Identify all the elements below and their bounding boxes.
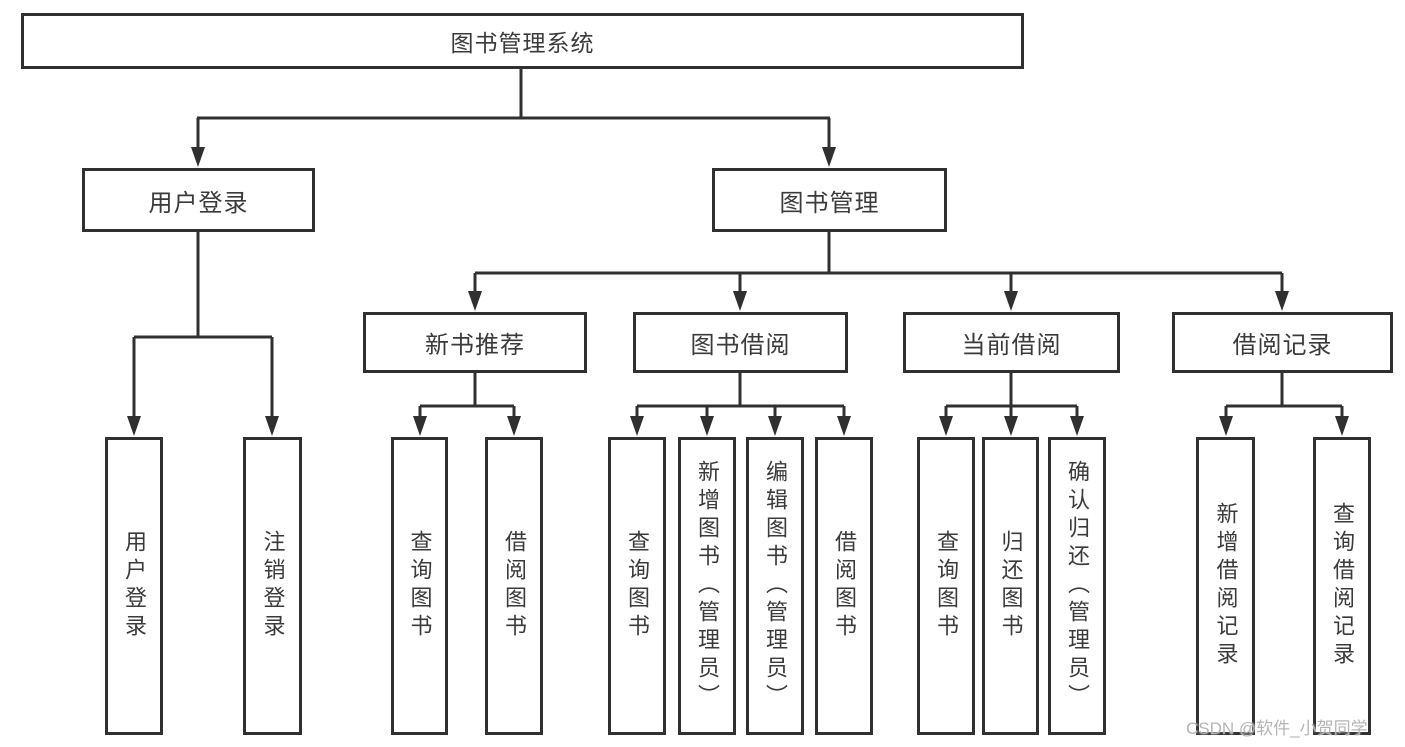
edge-root-to-level2 [191,69,836,167]
node-library-management-system: 图书管理系统 [21,13,1024,69]
edge-borrow-records-to-leaves [1219,373,1349,436]
node-leaf-br-query-record: 查询借阅记录 [1313,437,1371,735]
node-leaf-bb-borrow-books-label: 借阅图书 [832,530,857,642]
node-book-borrow: 图书借阅 [633,312,848,373]
node-leaf-user-login: 用户登录 [105,437,163,735]
node-library-management-system-label: 图书管理系统 [450,30,595,56]
node-book-borrow-label: 图书借阅 [690,332,791,359]
node-leaf-bb-add-books-admin-label: 新增图书（管理员） [695,460,720,712]
node-current-borrow-label: 当前借阅 [961,332,1062,359]
node-user-login-label: 用户登录 [148,189,249,217]
node-leaf-bb-query-books: 查询图书 [608,437,666,735]
node-leaf-bb-borrow-books: 借阅图书 [815,437,873,735]
edge-book-management-to-level3 [468,232,1289,311]
node-leaf-br-add-record: 新增借阅记录 [1196,437,1255,735]
node-current-borrow: 当前借阅 [903,312,1120,373]
node-new-book-recommend: 新书推荐 [363,312,587,373]
edge-user-login-to-leaves [127,232,279,436]
node-leaf-cb-confirm-return-admin-label: 确认归还（管理员） [1065,460,1090,712]
node-leaf-logout: 注销登录 [243,437,302,735]
node-leaf-cb-query-books-label: 查询图书 [934,530,959,642]
node-leaf-nb-borrow-books: 借阅图书 [485,437,543,735]
node-leaf-br-add-record-label: 新增借阅记录 [1213,502,1239,670]
node-leaf-nb-query-books: 查询图书 [391,437,448,735]
node-book-management-label: 图书管理 [779,189,880,217]
node-leaf-bb-edit-books-admin-label: 编辑图书（管理员） [763,460,788,712]
node-borrow-records-label: 借阅记录 [1232,332,1333,359]
edge-book-borrow-to-leaves [630,373,851,436]
node-leaf-nb-query-books-label: 查询图书 [407,530,433,642]
node-leaf-bb-edit-books-admin: 编辑图书（管理员） [746,437,804,735]
node-user-login: 用户登录 [82,168,315,232]
node-leaf-bb-query-books-label: 查询图书 [625,530,650,642]
node-leaf-bb-add-books-admin: 新增图书（管理员） [678,437,736,735]
node-leaf-cb-return-books-label: 归还图书 [998,530,1024,642]
node-new-book-recommend-label: 新书推荐 [425,332,525,359]
edge-new-book-recommend-to-leaves [413,373,521,436]
edge-current-borrow-to-leaves [939,373,1084,436]
node-book-management: 图书管理 [712,168,947,232]
node-leaf-cb-return-books: 归还图书 [982,437,1039,735]
node-borrow-records: 借阅记录 [1172,312,1393,373]
node-leaf-cb-confirm-return-admin: 确认归还（管理员） [1048,437,1106,735]
node-leaf-logout-label: 注销登录 [260,530,286,642]
node-leaf-br-query-record-label: 查询借阅记录 [1330,502,1355,670]
node-leaf-nb-borrow-books-label: 借阅图书 [502,530,527,642]
node-leaf-cb-query-books: 查询图书 [917,437,975,735]
csdn-watermark: CSDN @软件_小贺同学 [1186,719,1368,738]
node-leaf-user-login-label: 用户登录 [122,530,147,642]
